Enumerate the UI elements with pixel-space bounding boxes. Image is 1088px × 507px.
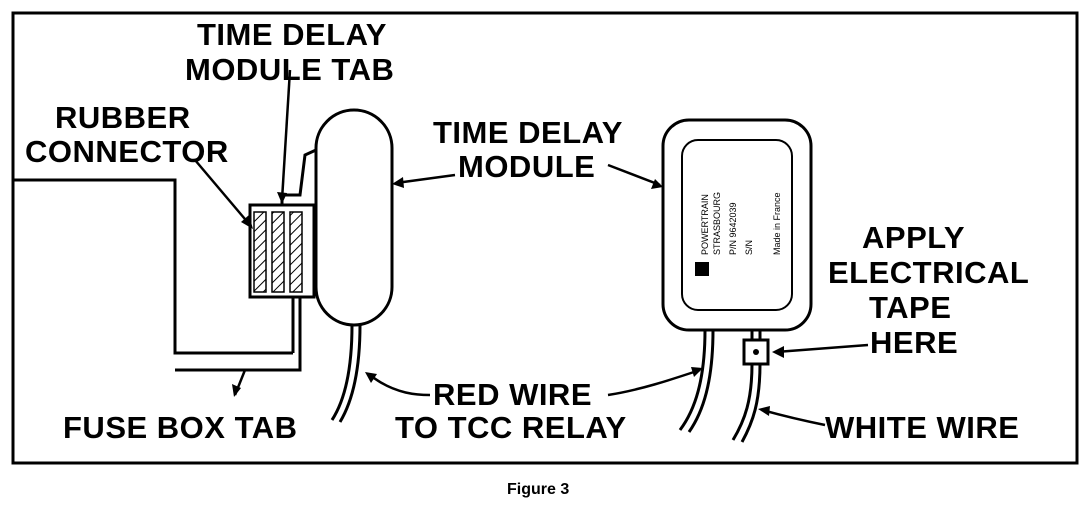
label-time-delay-module-tab-1: TIME DELAY bbox=[197, 17, 387, 52]
label-apply-tape-4: HERE bbox=[870, 325, 958, 360]
label-apply-tape-1: APPLY bbox=[862, 220, 965, 255]
label-time-delay-module-2: MODULE bbox=[458, 149, 595, 184]
label-fuse-box-tab: FUSE BOX TAB bbox=[63, 410, 298, 445]
label-apply-tape-3: TAPE bbox=[869, 290, 951, 325]
label-time-delay-module-1: TIME DELAY bbox=[433, 115, 623, 150]
red-wire-front bbox=[678, 329, 707, 431]
rubber-connector bbox=[248, 203, 316, 299]
fuse-box-tab-outline bbox=[13, 178, 293, 355]
label-apply-tape-2: ELECTRICAL bbox=[828, 255, 1029, 290]
label-time-delay-module-tab-2: MODULE TAB bbox=[185, 52, 394, 87]
figure-caption: Figure 3 bbox=[507, 481, 569, 498]
module-tab bbox=[280, 148, 317, 205]
arrowheads bbox=[232, 177, 784, 416]
module-label-pn: P/N 9642039 bbox=[728, 202, 738, 255]
module-label-origin: Made in France bbox=[772, 192, 782, 255]
red-wire-side bbox=[330, 324, 354, 421]
label-white-wire: WHITE WIRE bbox=[825, 410, 1019, 445]
manufacturer-logo-icon bbox=[695, 262, 709, 276]
module-label-text: POWERTRAIN STRASBOURG P/N 9642039 S/N Ma… bbox=[700, 192, 782, 255]
module-label-line1: POWERTRAIN bbox=[700, 194, 710, 255]
figure-border bbox=[11, 11, 1079, 465]
module-label-line2: STRASBOURG bbox=[712, 192, 722, 255]
white-wire bbox=[731, 363, 754, 441]
label-rubber-connector-1: RUBBER bbox=[55, 100, 191, 135]
module-label-plate bbox=[681, 139, 793, 311]
label-rubber-connector-2: CONNECTOR bbox=[25, 134, 229, 169]
time-delay-module-side bbox=[314, 108, 394, 327]
leader-lines bbox=[194, 69, 869, 427]
label-red-wire-2: TO TCC RELAY bbox=[395, 410, 627, 445]
label-red-wire-1: RED WIRE bbox=[433, 377, 592, 412]
module-label-sn: S/N bbox=[744, 240, 754, 255]
